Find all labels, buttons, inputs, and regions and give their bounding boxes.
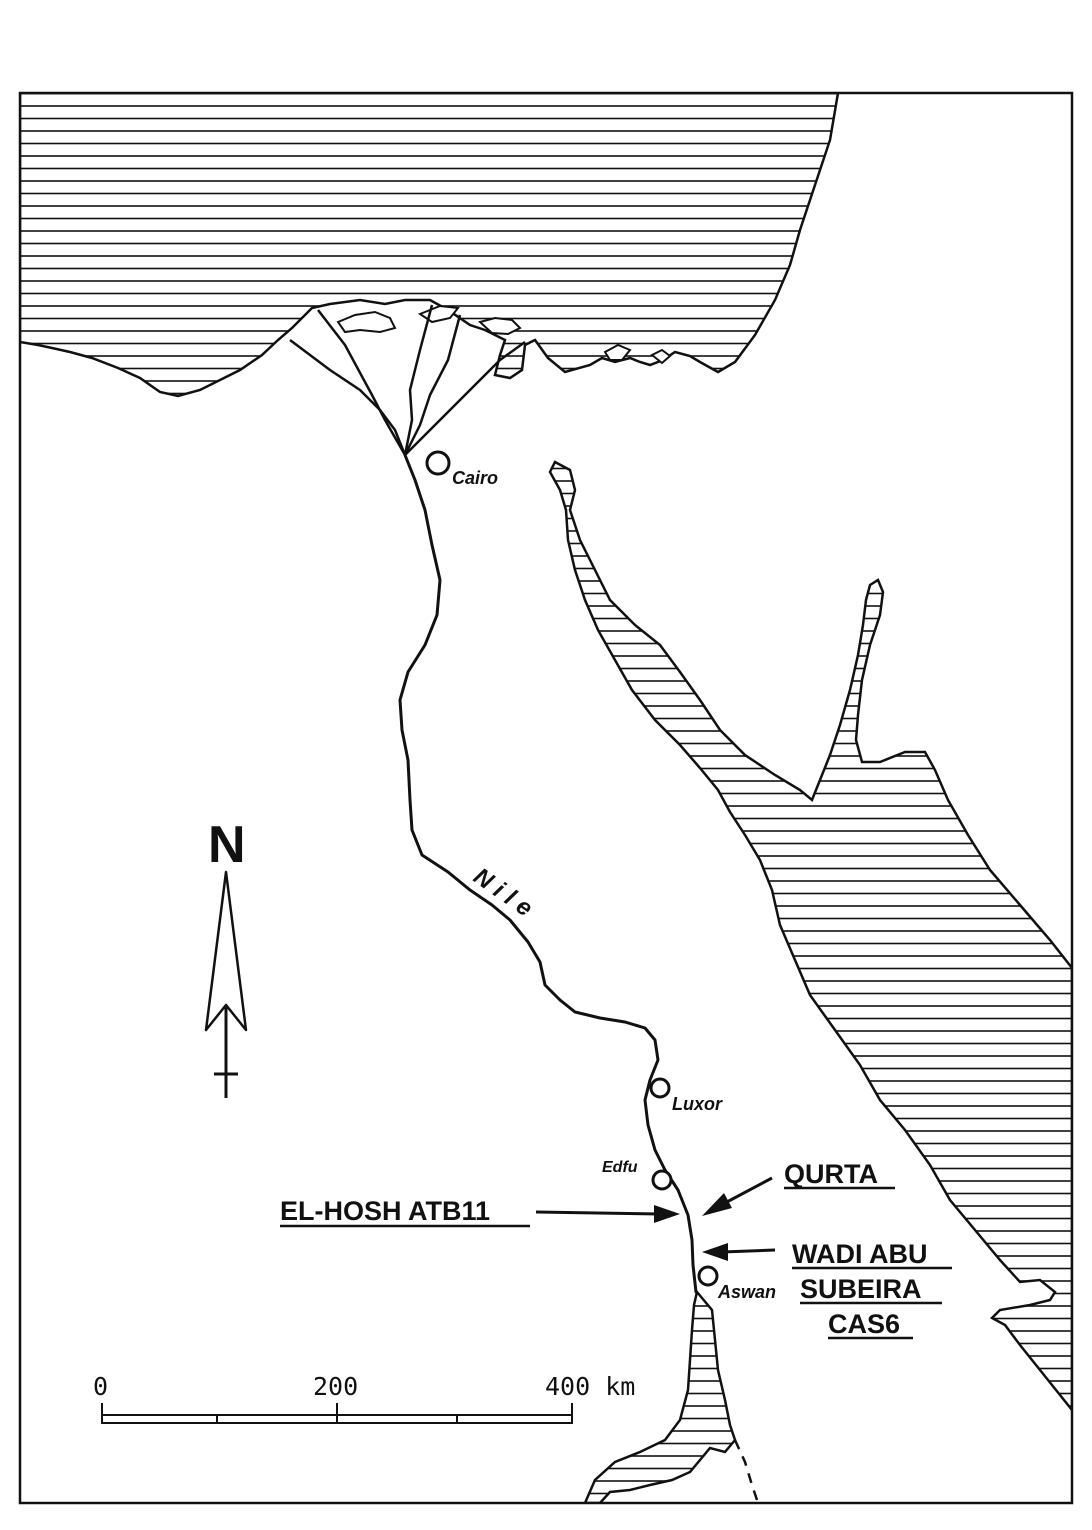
north-arrow-icon (204, 870, 248, 1098)
el-hosh-label: EL-HOSH ATB11 (280, 1196, 490, 1226)
wadi-label-line2: SUBEIRA (800, 1274, 922, 1304)
edfu-marker (651, 1169, 673, 1191)
luxor-label: Luxor (672, 1094, 723, 1114)
qurta-label: QURTA (784, 1159, 878, 1189)
scale-bar (101, 1403, 573, 1424)
north-label: N (208, 816, 246, 874)
nile-delta-branches (289, 304, 526, 456)
aswan-label: Aswan (717, 1282, 776, 1302)
luxor-marker (649, 1077, 671, 1099)
wadi-arrow (702, 1243, 776, 1261)
scale-label-0: 0 (93, 1372, 108, 1401)
mediterranean-sea (20, 93, 840, 398)
coast-islet-2 (650, 348, 672, 365)
coast-islet-1 (603, 343, 632, 361)
el-hosh-arrow (535, 1205, 680, 1223)
lake-nasser (583, 1289, 737, 1503)
cairo-label: Cairo (452, 468, 498, 488)
wadi-label-line3: CAS6 (828, 1309, 900, 1339)
edfu-label: Edfu (602, 1159, 638, 1176)
scale-label-200: 200 (313, 1372, 358, 1401)
delta-lagoon-east (477, 316, 522, 336)
lake-nasser-dashed-continuation (733, 1439, 760, 1503)
delta-lagoon-west (336, 310, 397, 334)
wadi-label-line1: WADI ABU (792, 1239, 928, 1269)
qurta-arrow (702, 1176, 773, 1216)
red-sea (548, 460, 1072, 1413)
scale-label-400: 400 km (545, 1372, 635, 1401)
aswan-marker (697, 1265, 719, 1287)
nile-river (398, 453, 698, 1294)
cairo-marker (425, 450, 451, 476)
